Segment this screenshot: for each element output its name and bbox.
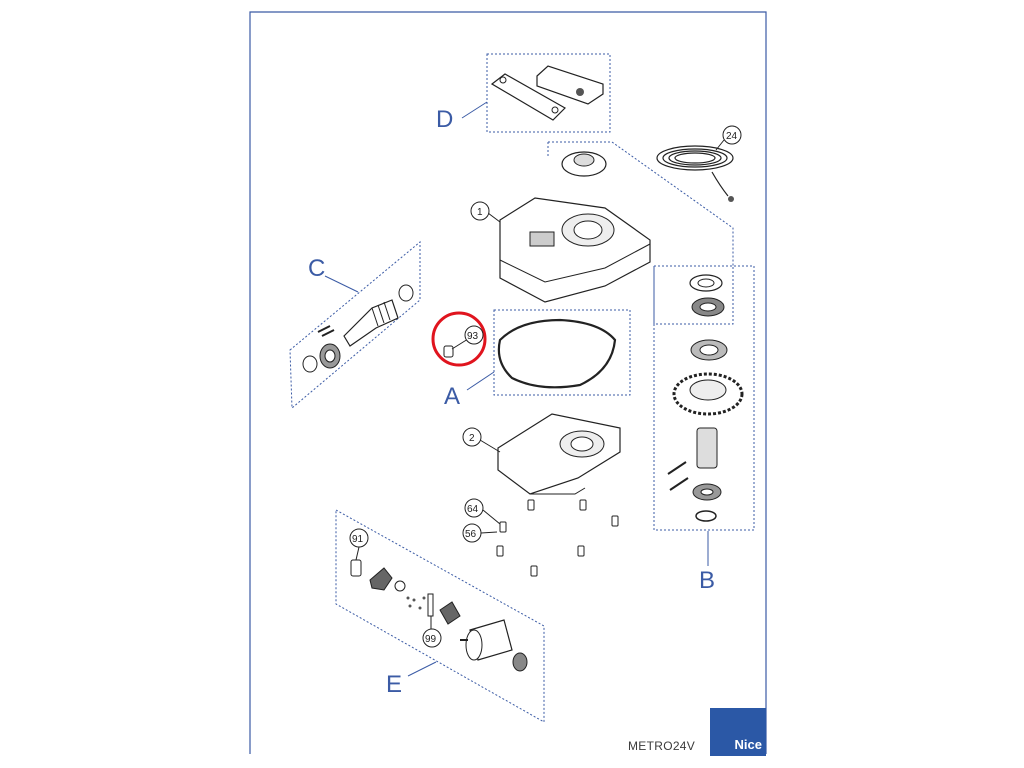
svg-text:91: 91 xyxy=(352,534,364,545)
lid-boundary xyxy=(548,141,734,268)
housing-cover: 1 xyxy=(470,197,651,303)
screw-set: 64 56 xyxy=(462,498,619,577)
group-a-label: A xyxy=(444,383,460,410)
svg-text:93: 93 xyxy=(467,331,479,342)
output-shaft xyxy=(696,427,718,469)
bracket-bolt xyxy=(576,88,584,96)
circlip xyxy=(695,510,717,522)
group-d-label: D xyxy=(436,106,453,133)
small-gear xyxy=(394,580,406,592)
cap-and-cable: 24 xyxy=(547,125,742,268)
callout-1 xyxy=(470,201,490,221)
brand-logo: Nice xyxy=(710,708,766,756)
housing-base: 2 xyxy=(462,413,621,495)
svg-text:64: 64 xyxy=(467,504,479,515)
svg-text:56: 56 xyxy=(465,529,477,540)
motor-pinion xyxy=(512,652,528,672)
housing-label xyxy=(529,231,555,247)
svg-text:1: 1 xyxy=(477,207,483,218)
screw-93 xyxy=(443,345,454,358)
bracket-hole xyxy=(551,106,559,114)
group-d-leader xyxy=(461,101,488,119)
encoder-housing xyxy=(369,567,393,591)
group-a-boundary xyxy=(493,309,631,396)
group-b: B xyxy=(653,265,755,594)
model-label: METRO24V xyxy=(628,739,696,753)
callout-99 xyxy=(422,628,442,648)
callout-64 xyxy=(464,498,484,518)
bracket-plate xyxy=(490,73,566,121)
group-b-boundary xyxy=(653,265,755,531)
housing-cover-body xyxy=(499,197,651,303)
bracket-block xyxy=(536,65,604,105)
encoder-part xyxy=(350,559,362,577)
bracket-hole xyxy=(499,76,507,84)
group-c: C xyxy=(289,240,421,410)
housing-base-body xyxy=(497,413,621,495)
svg-text:2: 2 xyxy=(469,433,475,444)
group-c-leader xyxy=(324,275,359,293)
page-frame xyxy=(249,11,767,754)
shaft-bearing xyxy=(398,284,414,302)
group-c-label: C xyxy=(308,255,325,282)
brand-text: Nice xyxy=(734,737,762,752)
group-e-boundary xyxy=(335,509,545,723)
callout-93 xyxy=(464,325,484,345)
callout-24 xyxy=(722,125,742,145)
callout-2 xyxy=(462,427,482,447)
group-c-boundary xyxy=(289,240,421,410)
gasket xyxy=(497,318,617,389)
group-a-leader xyxy=(466,371,495,391)
worm-screw xyxy=(343,299,399,347)
group-d: D xyxy=(436,53,611,133)
highlight-circle xyxy=(431,311,487,367)
power-cable xyxy=(656,145,734,197)
pin xyxy=(669,477,689,491)
pin xyxy=(321,329,335,337)
group-e-label: E xyxy=(386,671,402,698)
group-a: A 93 xyxy=(431,309,631,410)
group-b-label: B xyxy=(699,567,715,594)
pin xyxy=(317,325,331,333)
brush-holder xyxy=(427,593,434,617)
screw xyxy=(496,499,619,577)
group-d-boundary xyxy=(486,53,611,133)
svg-text:99: 99 xyxy=(425,634,437,645)
motor-endcap xyxy=(439,601,461,625)
cable-plug xyxy=(728,196,734,202)
svg-text:24: 24 xyxy=(726,131,738,142)
group-e-leader xyxy=(407,661,437,677)
end-bearing xyxy=(302,355,318,373)
group-e: E 91 99 xyxy=(335,509,545,723)
pin xyxy=(667,461,687,475)
